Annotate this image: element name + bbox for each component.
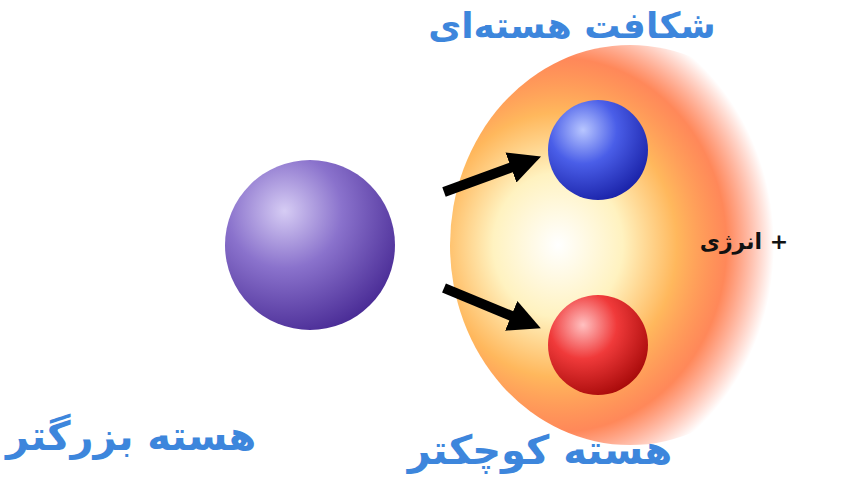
split-arrow <box>444 288 526 322</box>
small-nucleus <box>548 100 648 200</box>
diagram-title: شکافت هسته‌ای <box>428 6 716 46</box>
large-nucleus <box>225 160 395 330</box>
nucleus-label: هسته کوچکتر <box>408 428 673 472</box>
small-nucleus <box>548 295 648 395</box>
nucleus-label: هسته بزرگتر <box>6 414 256 458</box>
energy-glow <box>450 45 810 445</box>
split-arrow <box>444 162 526 192</box>
energy-label: + انرژی <box>700 230 788 254</box>
